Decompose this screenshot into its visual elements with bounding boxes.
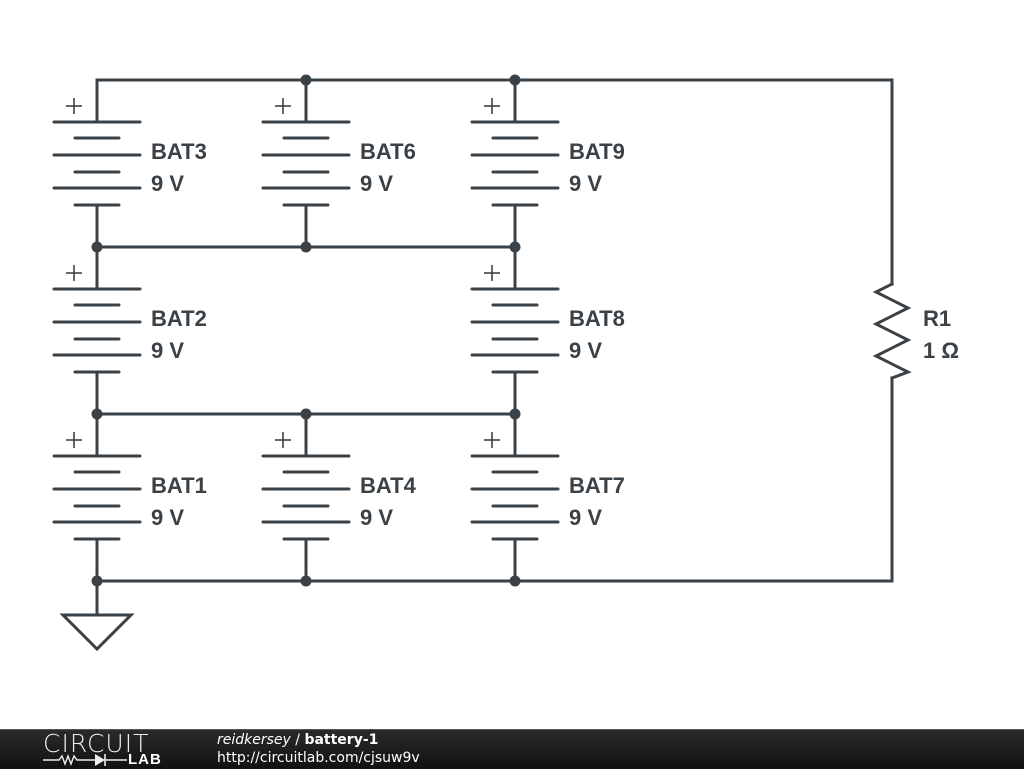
battery-ref-label: BAT7 (569, 473, 625, 498)
plus-icon (66, 432, 82, 448)
components: BAT3 9 V BAT6 9 V BAT9 9 V BAT2 9 V BAT8 9 V BAT1 9… (52, 78, 959, 652)
battery-value-label: 9 V (151, 338, 184, 363)
battery-ref-label: BAT2 (151, 306, 207, 331)
resistor-value-label: 1 Ω (923, 338, 959, 363)
plus-icon (484, 98, 500, 114)
footer-username[interactable]: reidkersey (217, 732, 291, 748)
resistor-ref-label: R1 (923, 306, 951, 331)
battery-ref-label: BAT6 (360, 139, 416, 164)
junction-dot (91, 575, 103, 587)
ground-triangle (59, 613, 135, 652)
junctions (91, 74, 521, 587)
plus-icon (275, 98, 291, 114)
plus-icon (66, 98, 82, 114)
battery-value-label: 9 V (569, 505, 602, 530)
junction-dot (300, 241, 312, 253)
plus-icon (484, 265, 500, 281)
plus-icon (66, 265, 82, 281)
battery-ref-label: BAT3 (151, 139, 207, 164)
battery-bat7[interactable]: BAT7 9 V (470, 412, 625, 583)
junction-dot (300, 408, 312, 420)
battery-ref-label: BAT1 (151, 473, 207, 498)
junction-dot (91, 408, 103, 420)
ground-icon (59, 579, 135, 652)
schematic-canvas: BAT3 9 V BAT6 9 V BAT9 9 V BAT2 9 V BAT8 9 V BAT1 9… (52, 74, 959, 652)
battery-bat2[interactable]: BAT2 9 V (52, 245, 207, 416)
battery-bat3[interactable]: BAT3 9 V (52, 78, 207, 249)
junction-dot (509, 74, 521, 86)
junction-dot (300, 575, 312, 587)
circuitlab-logo-lab: LAB (128, 751, 162, 768)
battery-value-label: 9 V (569, 338, 602, 363)
plus-icon (275, 432, 291, 448)
footer-separator: / (290, 732, 305, 748)
battery-ref-label: BAT8 (569, 306, 625, 331)
footer-bar: CIRCUIT LAB reidkersey / battery-1 http:… (0, 729, 1024, 769)
junction-dot (509, 575, 521, 587)
junction-dot (509, 408, 521, 420)
junction-dot (300, 74, 312, 86)
battery-bat9[interactable]: BAT9 9 V (470, 78, 625, 249)
footer-project-name[interactable]: battery-1 (304, 732, 379, 748)
battery-value-label: 9 V (360, 171, 393, 196)
battery-bat8[interactable]: BAT8 9 V (470, 245, 625, 416)
footer-title: reidkersey / battery-1 (217, 732, 378, 749)
battery-value-label: 9 V (360, 505, 393, 530)
battery-bat6[interactable]: BAT6 9 V (261, 78, 416, 249)
battery-value-label: 9 V (569, 171, 602, 196)
battery-value-label: 9 V (151, 505, 184, 530)
junction-dot (509, 241, 521, 253)
battery-ref-label: BAT9 (569, 139, 625, 164)
battery-ref-label: BAT4 (360, 473, 417, 498)
battery-bat4[interactable]: BAT4 9 V (261, 412, 417, 583)
circuitlab-logo-symbol-icon (43, 754, 127, 766)
junction-dot (91, 241, 103, 253)
resistor-r1[interactable]: R11 Ω (872, 281, 959, 380)
footer-url[interactable]: http://circuitlab.com/cjsuw9v (217, 750, 420, 766)
battery-bat1[interactable]: BAT1 9 V (52, 412, 207, 583)
circuitlab-logo-text[interactable]: CIRCUIT (43, 729, 150, 758)
resistor-zigzag (872, 281, 912, 380)
wires (95, 78, 894, 583)
battery-value-label: 9 V (151, 171, 184, 196)
plus-icon (484, 432, 500, 448)
